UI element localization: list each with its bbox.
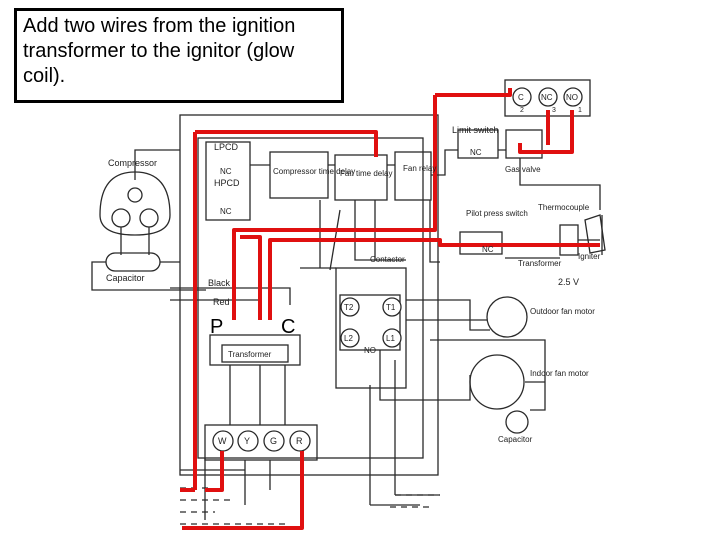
label-pilot-press-switch: Pilot press switch [466,209,528,218]
added-red-wires [180,88,600,530]
label-capacitor-left: Capacitor [106,273,145,283]
label-p-mark: P [210,316,223,338]
label-hpcd: HPCD [214,178,240,188]
label-red: Red [213,297,230,307]
label-thermocouple: Thermocouple [538,203,590,212]
label-igniter: Igniter [578,252,601,261]
label-terminal-y: Y [244,436,250,446]
label-indoor-fan-motor: Indoor fan motor [530,369,589,378]
label-relay-3: 3 [552,107,556,114]
label-voltage: 2.5 V [558,277,579,287]
label-fan-time-delay: Fan time delay [340,169,392,178]
label-black: Black [208,278,231,288]
label-compressor-time-delay: Compressor time delay [273,167,355,176]
label-c-mark: C [281,316,295,338]
label-t2: T2 [344,303,354,312]
label-t1: T1 [386,303,396,312]
label-limit-switch: Limit switch [452,125,499,135]
label-nc-hpcd: NC [220,207,232,216]
label-l2: L2 [344,334,353,343]
label-l1: L1 [386,334,395,343]
label-lpcd: LPCD [214,142,239,152]
label-outdoor-fan-motor: Outdoor fan motor [530,307,595,316]
label-fan-relay: Fan relay [403,164,436,173]
label-nc-limit: NC [470,148,482,157]
label-compressor: Compressor [108,158,157,168]
label-nc-pilot: NC [482,245,494,254]
label-relay-nc: NC [541,93,553,102]
label-capacitor-indoor: Capacitor [498,435,533,444]
label-contactor: Contactor [370,255,405,264]
label-terminal-r: R [296,436,303,446]
instruction-text: Add two wires from the ignition transfor… [23,15,296,87]
label-relay-c: C [518,93,524,102]
label-transformer-right: Transformer [518,259,562,268]
field-wire-dashes [180,487,440,525]
label-gas-valve: Gas valve [505,165,541,174]
schematic-wiring [91,79,606,520]
label-nc-lpcd: NC [220,167,232,176]
terminal-circles [212,87,583,452]
label-no-contactor: NO [364,346,376,355]
label-relay-1: 1 [578,107,582,114]
label-terminal-g: G [270,436,277,446]
label-relay-2: 2 [520,107,524,114]
label-terminal-w: W [218,436,227,446]
schematic-labels: Compressor Capacitor LPCD NC HPCD NC Com… [106,93,601,446]
label-transformer-main: Transformer [228,350,272,359]
label-relay-no: NO [566,93,578,102]
instruction-box: Add two wires from the ignition transfor… [14,8,344,103]
